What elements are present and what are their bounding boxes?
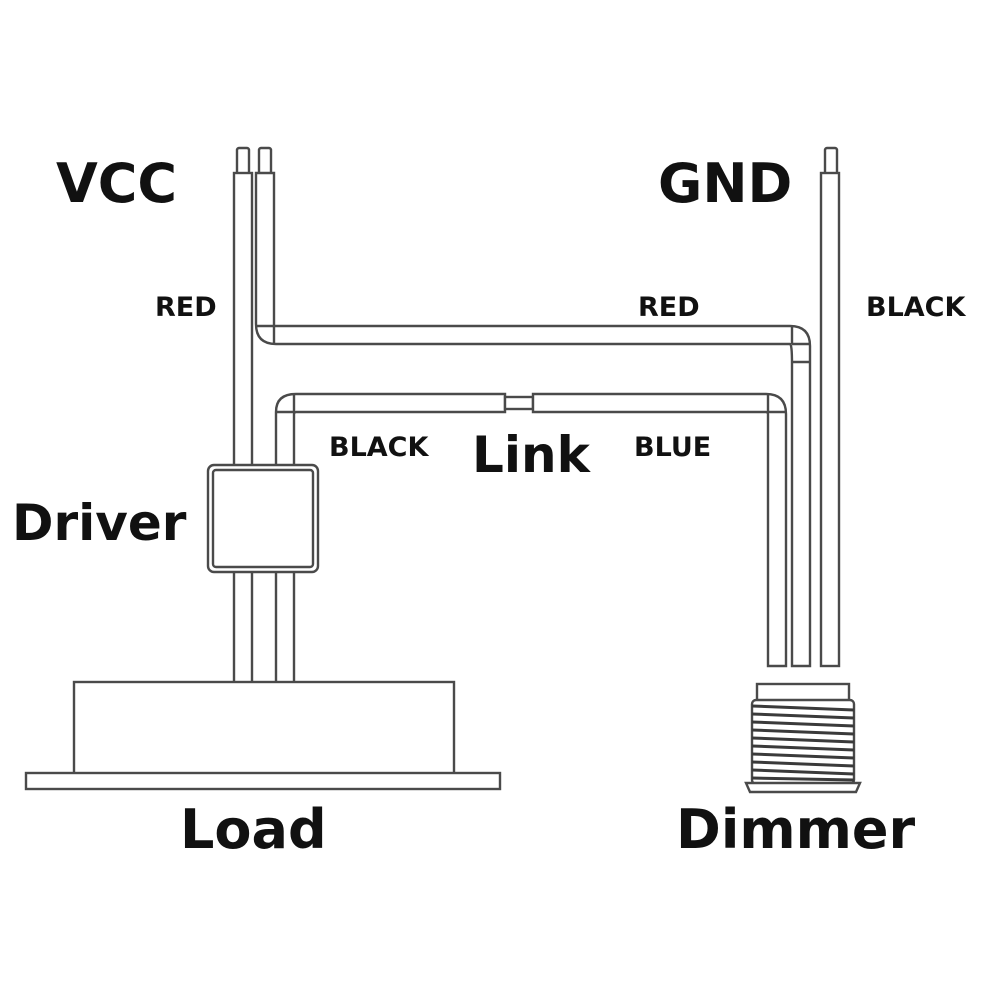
gnd-wire-color-label: BLACK	[866, 292, 966, 323]
driver-box	[206, 463, 320, 574]
gnd-label: GND	[658, 152, 792, 215]
vcc-label: VCC	[56, 152, 177, 215]
driver-load-wires	[232, 570, 296, 682]
black-link-wire	[274, 392, 507, 468]
link-label: Link	[472, 426, 592, 484]
gnd-wire	[819, 146, 841, 668]
link-connector	[503, 395, 535, 411]
vcc-wire-color-label: RED	[155, 292, 217, 323]
dimmer-body	[744, 682, 862, 794]
load-body	[24, 680, 502, 791]
blue-link-wire-color-label: BLUE	[634, 432, 711, 463]
dimmer-threads	[751, 704, 855, 782]
vcc-wire	[232, 146, 254, 468]
black-link-wire-color-label: BLACK	[329, 432, 429, 463]
blue-link-wire	[531, 392, 788, 668]
red-link-wire	[254, 146, 812, 668]
red-link-wire-color-label: RED	[638, 292, 700, 323]
dimmer-label: Dimmer	[676, 798, 915, 861]
load-label: Load	[180, 798, 327, 861]
driver-label: Driver	[12, 494, 187, 552]
